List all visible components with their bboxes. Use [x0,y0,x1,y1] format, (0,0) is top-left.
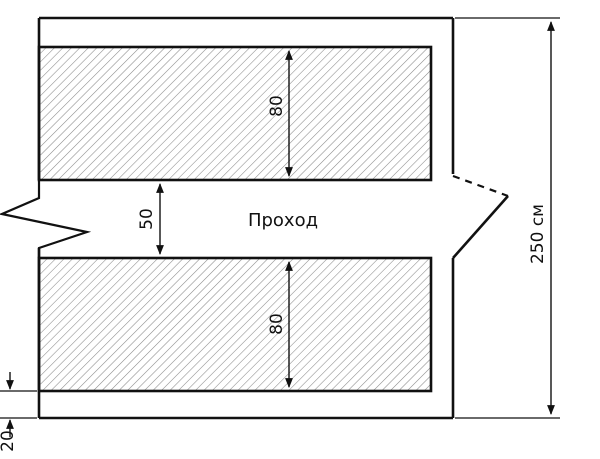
bottom-offset-label: 20 [0,430,18,452]
aisle-width-label: 50 [137,208,157,230]
lower-depth-label: 80 [267,313,287,335]
upper-storage-block [37,45,433,182]
aisle-label: Проход [248,210,318,231]
bottom-offset-extension-lines [0,390,37,419]
total-height-label: 250 см [528,204,548,264]
break-line [0,180,92,258]
lower-storage-block [37,256,433,393]
door-opening-dashed [452,174,509,198]
total-height-extension-lines [455,17,560,419]
upper-depth-label: 80 [267,95,287,117]
